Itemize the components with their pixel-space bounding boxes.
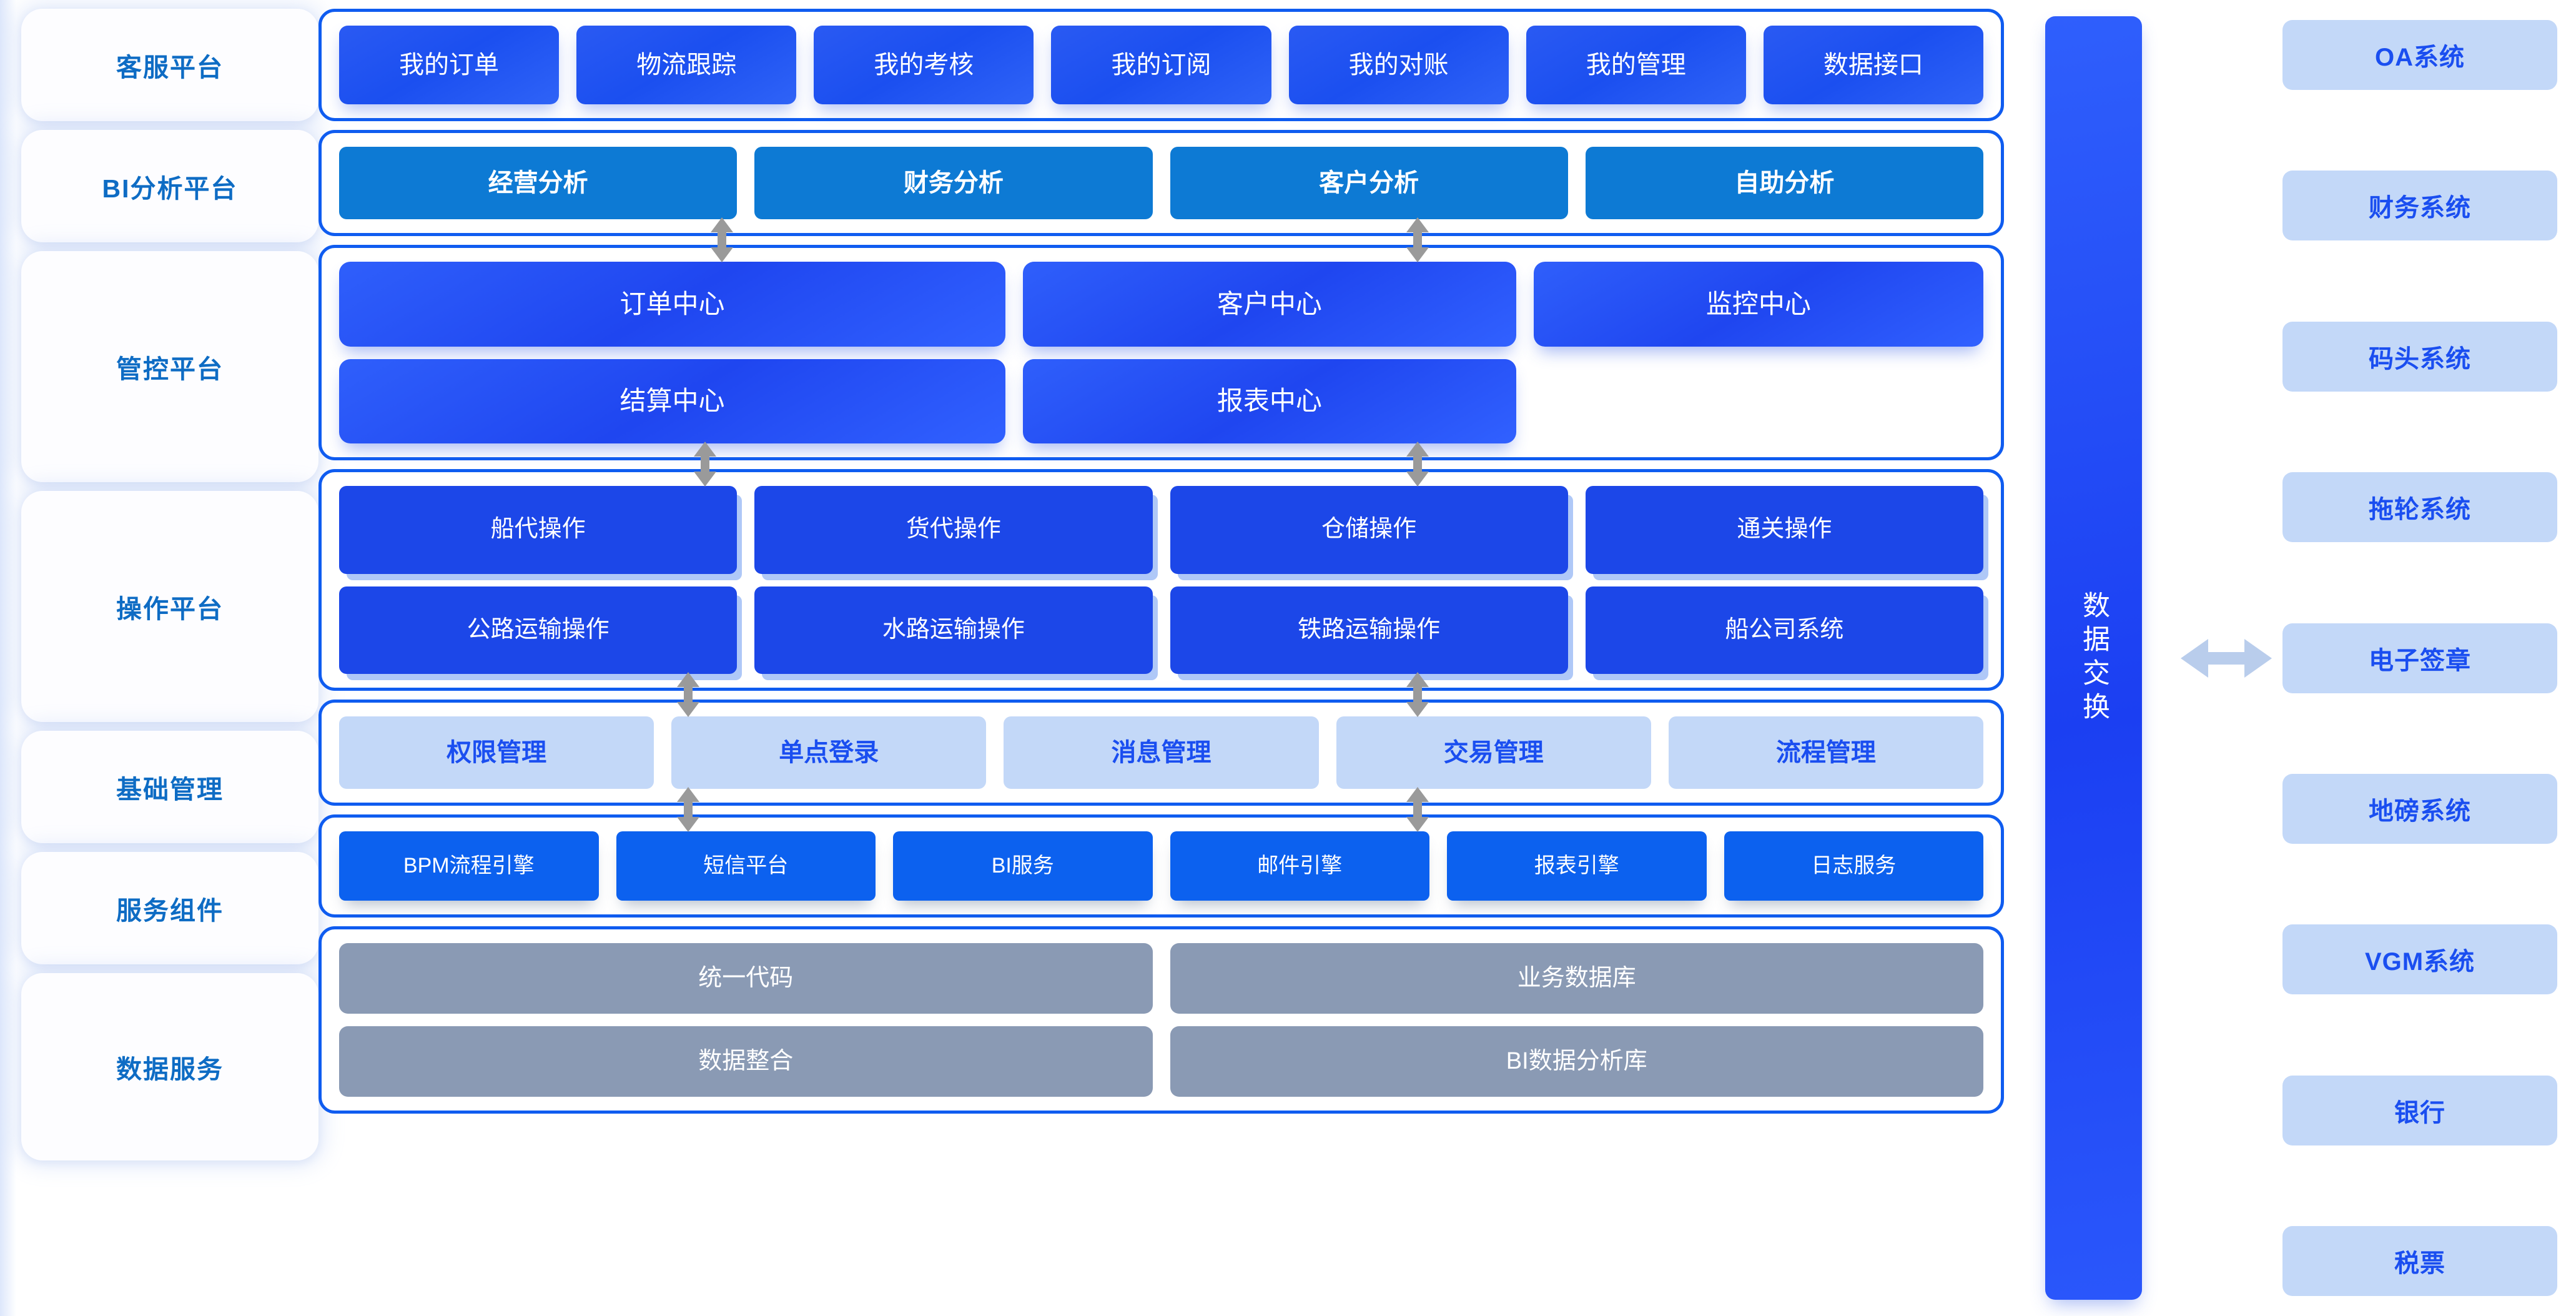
tile-customer-service-4[interactable]: 我的对账 [1288,26,1509,104]
data-exchange-arrow-wrapper [2170,9,2282,1307]
tile-data-services-1[interactable]: 业务数据库 [1170,943,1983,1014]
tile-row: 经营分析财务分析客户分析自助分析 [339,147,1983,219]
layer-label-basic-management: 基础管理 [21,731,318,843]
tile-control-platform-0[interactable]: 结算中心 [339,359,1006,443]
tile-service-components-1[interactable]: 短信平台 [616,831,876,901]
data-exchange-bidirectional-arrow [2181,638,2272,678]
layer-label-customer-service: 客服平台 [21,9,318,121]
tile-operation-platform-0[interactable]: 公路运输操作 [339,586,738,674]
tile-customer-service-1[interactable]: 物流跟踪 [576,26,797,104]
tile-bi-analysis-0[interactable]: 经营分析 [339,147,738,219]
tile-operation-platform-2[interactable]: 仓储操作 [1170,486,1568,574]
layer-label-operation-platform: 操作平台 [21,491,318,722]
tile-basic-management-0[interactable]: 权限管理 [339,716,654,789]
tile-customer-service-2[interactable]: 我的考核 [814,26,1034,104]
layer-label-service-components: 服务组件 [21,852,318,964]
tile-bi-analysis-2[interactable]: 客户分析 [1170,147,1568,219]
tile-service-components-5[interactable]: 日志服务 [1724,831,1983,901]
data-exchange-column: 数据交换 [2014,9,2170,1307]
tile-row: 权限管理单点登录消息管理交易管理流程管理 [339,716,1984,789]
tile-row: 船代操作货代操作仓储操作通关操作 [339,486,1983,574]
external-system-chip-7[interactable]: 银行 [2282,1075,2557,1145]
layer-label-data-services: 数据服务 [21,973,318,1160]
tile-customer-service-5[interactable]: 我的管理 [1526,26,1746,104]
tile-operation-platform-3[interactable]: 通关操作 [1585,486,1983,574]
tile-control-platform-2[interactable]: 监控中心 [1533,262,1983,347]
layer-label-bi-analysis: BI分析平台 [21,130,318,242]
tile-row: 订单中心客户中心监控中心 [339,262,1983,347]
tile-operation-platform-3[interactable]: 船公司系统 [1585,586,1983,674]
external-system-chip-5[interactable]: 地磅系统 [2282,773,2557,844]
tile-row: 我的订单物流跟踪我的考核我的订阅我的对账我的管理数据接口 [339,26,1983,104]
tile-operation-platform-0[interactable]: 船代操作 [339,486,738,574]
external-system-chip-4[interactable]: 电子签章 [2282,623,2557,693]
tile-service-components-2[interactable]: BI服务 [893,831,1153,901]
tile-basic-management-1[interactable]: 单点登录 [671,716,987,789]
tile-basic-management-2[interactable]: 消息管理 [1004,716,1319,789]
tile-service-components-0[interactable]: BPM流程引擎 [339,831,599,901]
tile-operation-platform-2[interactable]: 铁路运输操作 [1170,586,1568,674]
external-system-chip-2[interactable]: 码头系统 [2282,321,2557,392]
tile-customer-service-0[interactable]: 我的订单 [339,26,560,104]
tile-operation-platform-1[interactable]: 货代操作 [754,486,1153,574]
tile-control-platform-1[interactable]: 报表中心 [1023,359,1516,443]
tile-customer-service-6[interactable]: 数据接口 [1763,26,1983,104]
external-system-chip-1[interactable]: 财务系统 [2282,171,2557,241]
external-system-chip-3[interactable]: 拖轮系统 [2282,472,2557,543]
layer-panel-bi-analysis: 经营分析财务分析客户分析自助分析 [318,130,2004,236]
layer-panel-column: 我的订单物流跟踪我的考核我的订阅我的对账我的管理数据接口经营分析财务分析客户分析… [318,9,2014,1307]
tile-service-components-3[interactable]: 邮件引擎 [1170,831,1429,901]
tile-control-platform-0[interactable]: 订单中心 [339,262,1006,347]
layer-panel-control-platform: 订单中心客户中心监控中心结算中心报表中心 [318,245,2004,460]
tile-customer-service-3[interactable]: 我的订阅 [1051,26,1271,104]
tile-control-platform-1[interactable]: 客户中心 [1023,262,1516,347]
data-exchange-bar: 数据交换 [2045,16,2142,1300]
tile-data-services-0[interactable]: 数据整合 [339,1026,1153,1097]
tile-bi-analysis-3[interactable]: 自助分析 [1585,147,1983,219]
tile-basic-management-4[interactable]: 流程管理 [1668,716,1984,789]
external-system-chip-6[interactable]: VGM系统 [2282,924,2557,995]
tile-operation-platform-1[interactable]: 水路运输操作 [754,586,1153,674]
external-system-chip-0[interactable]: OA系统 [2282,20,2557,90]
tile-bi-analysis-1[interactable]: 财务分析 [754,147,1153,219]
tile-basic-management-3[interactable]: 交易管理 [1336,716,1651,789]
external-systems-column: OA系统财务系统码头系统拖轮系统电子签章地磅系统 VGM系统银行税票 [2282,9,2576,1307]
tile-data-services-1[interactable]: BI数据分析库 [1170,1026,1983,1097]
layer-panel-basic-management: 权限管理单点登录消息管理交易管理流程管理 [318,700,2004,806]
tile-service-components-4[interactable]: 报表引擎 [1447,831,1707,901]
layer-panel-operation-platform: 船代操作货代操作仓储操作通关操作公路运输操作水路运输操作铁路运输操作船公司系统 [318,469,2004,691]
layer-panel-customer-service: 我的订单物流跟踪我的考核我的订阅我的对账我的管理数据接口 [318,9,2004,121]
tile-row: 结算中心报表中心 [339,359,1983,443]
tile-data-services-0[interactable]: 统一代码 [339,943,1153,1014]
external-system-chip-8[interactable]: 税票 [2282,1226,2557,1296]
tile-row: 统一代码业务数据库 [339,943,1983,1014]
layer-label-control-platform: 管控平台 [21,251,318,482]
tile-row: 公路运输操作水路运输操作铁路运输操作船公司系统 [339,586,1983,674]
